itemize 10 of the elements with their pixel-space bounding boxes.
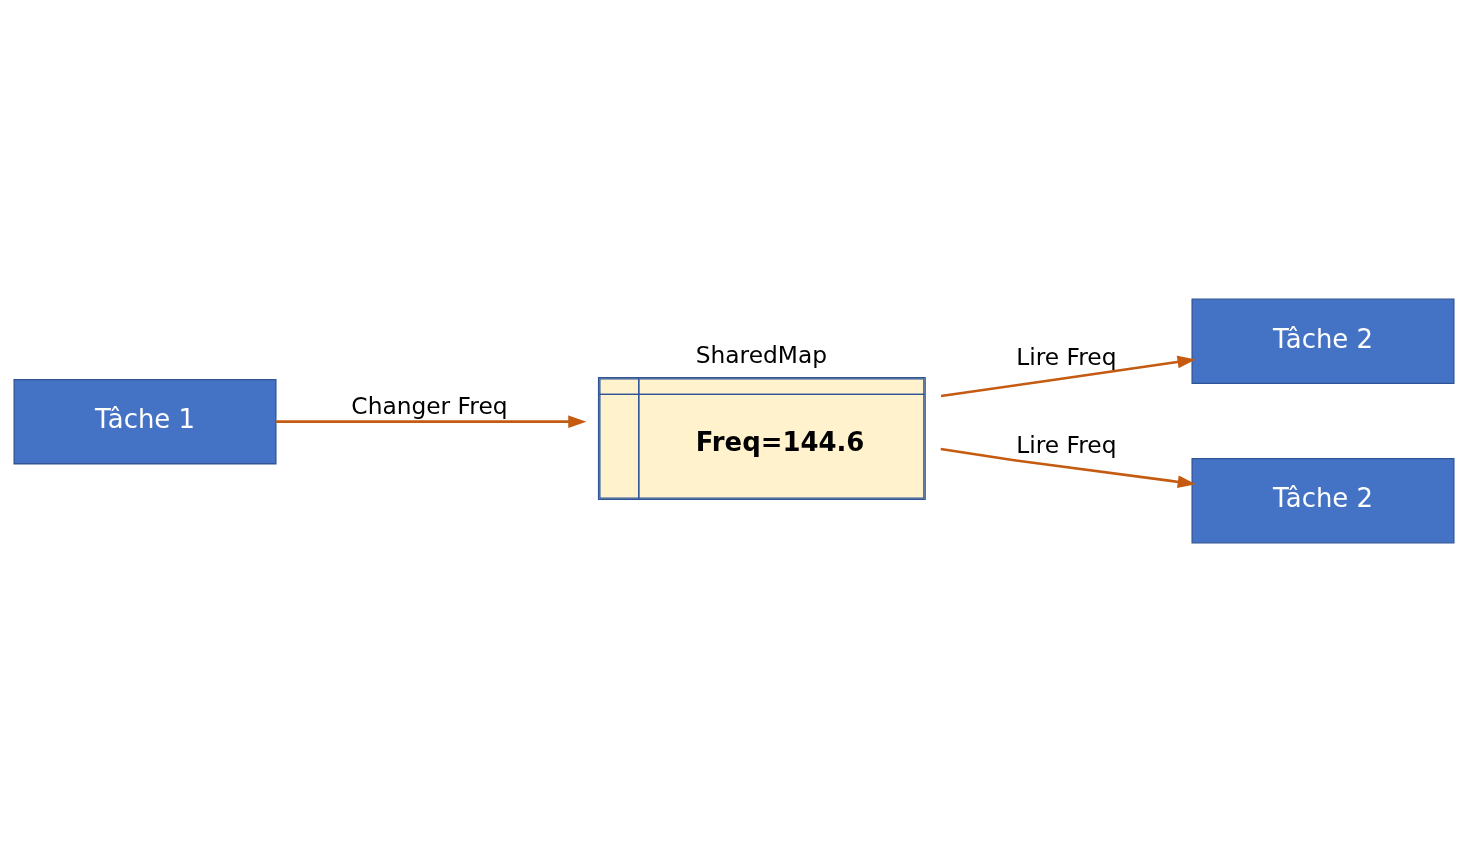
- arrow: [276, 414, 587, 428]
- edge-label: Lire Freq: [1016, 342, 1117, 370]
- node-box: Tâche 2: [1191, 457, 1455, 543]
- node-box: Tâche 2: [1191, 298, 1455, 384]
- edge-label: Changer Freq: [351, 391, 508, 419]
- arrow: [940, 447, 1196, 488]
- edge-label: Lire Freq: [1016, 430, 1117, 458]
- node-box: Tâche 1: [13, 378, 277, 464]
- node-label: SharedMap: [695, 340, 828, 368]
- arrow: [940, 355, 1196, 397]
